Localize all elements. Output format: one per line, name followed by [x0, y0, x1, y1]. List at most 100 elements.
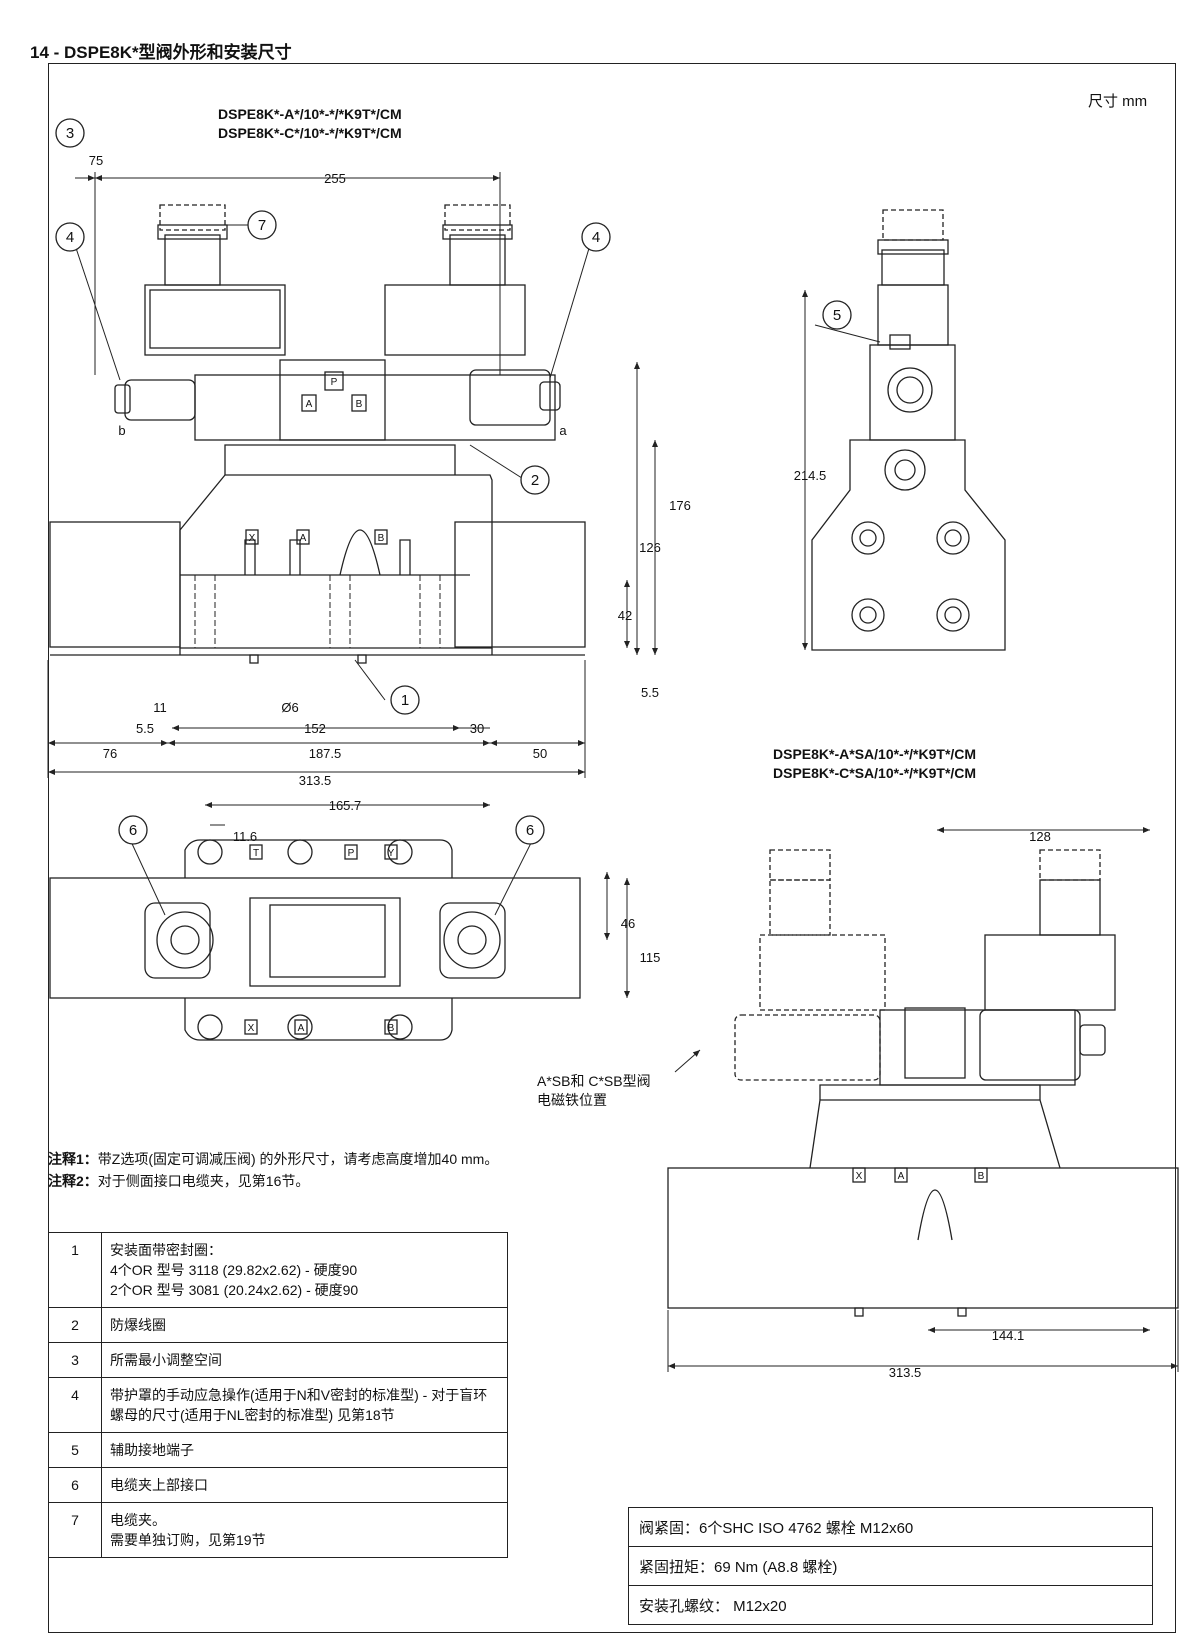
port-label-b: B: [378, 533, 385, 544]
dim-76: 76: [103, 746, 117, 761]
port-label-a: A: [898, 1171, 905, 1182]
part-line: 需要单独订购，见第19节: [110, 1532, 266, 1548]
bolt-thread: 安装孔螺纹： M12x20: [628, 1585, 1153, 1625]
model-codes-sa: DSPE8K*-A*SA/10*-*/*K9T*/CM DSPE8K*-C*SA…: [773, 745, 976, 783]
dim-11-6: 11.6: [233, 829, 257, 844]
table-row: 7 电缆夹。 需要单独订购，见第19节: [48, 1502, 508, 1558]
part-line: 2个OR 型号 3081 (20.24x2.62) - 硬度90: [110, 1282, 359, 1298]
callout-4: 4: [592, 229, 600, 246]
part-description: 电缆夹。 需要单独订购，见第19节: [101, 1502, 508, 1558]
dim-46: 46: [621, 916, 635, 931]
part-description: 所需最小调整空间: [101, 1342, 508, 1378]
dim-5-5-left: 5.5: [136, 721, 154, 736]
dim-144-1: 144.1: [992, 1328, 1025, 1343]
page-title: 14 - DSPE8K*型阀外形和安装尺寸: [30, 43, 292, 62]
bolt-torque: 紧固扭矩：69 Nm (A8.8 螺栓): [628, 1546, 1153, 1586]
parts-table: 1 安装面带密封圈： 4个OR 型号 3118 (29.82x2.62) - 硬…: [48, 1232, 508, 1558]
part-description: 辅助接地端子: [101, 1432, 508, 1468]
model-code: DSPE8K*-C*/10*-*/*K9T*/CM: [218, 125, 402, 141]
bolts-table: 阀紧固：6个SHC ISO 4762 螺栓 M12x60 紧固扭矩：69 Nm …: [628, 1507, 1153, 1625]
callout-6-circle: [118, 815, 148, 845]
dim-42: 42: [618, 608, 632, 623]
port-label-b: B: [978, 1171, 985, 1182]
model-code: DSPE8K*-A*SA/10*-*/*K9T*/CM: [773, 746, 977, 762]
dim-214-5: 214.5: [794, 468, 827, 483]
callout-6: 6: [526, 822, 534, 839]
port-label-x: X: [249, 533, 256, 544]
note-1-text: 带Z选项(固定可调减压阀) 的外形尺寸，请考虑高度增加40 mm。: [97, 1151, 499, 1167]
dim-165-7: 165.7: [329, 798, 362, 813]
port-label-x: X: [856, 1171, 863, 1182]
port-label-x: X: [248, 1023, 255, 1034]
port-label-p: P: [331, 377, 338, 388]
part-description: 电缆夹上部接口: [101, 1467, 508, 1503]
dim-50: 50: [533, 746, 547, 761]
part-number: 1: [48, 1232, 102, 1308]
port-label-t: T: [253, 848, 259, 859]
table-row: 2 防爆线圈: [48, 1307, 508, 1343]
callout-4-circle: [55, 222, 85, 252]
callout-7: 7: [258, 217, 266, 234]
part-line: 4个OR 型号 3118 (29.82x2.62) - 硬度90: [110, 1262, 358, 1278]
dim-11: 11: [153, 700, 167, 715]
front-view: [49, 204, 586, 664]
dim-6: Ø6: [281, 700, 298, 715]
units-label: 尺寸 mm: [1088, 93, 1148, 110]
dim-313-5: 313.5: [299, 773, 332, 788]
dim-115: 115: [640, 950, 661, 965]
dim-313-5-sa: 313.5: [889, 1365, 922, 1380]
part-line: 电缆夹。: [110, 1512, 166, 1528]
dim-187-5: 187.5: [309, 746, 342, 761]
callout-1: 1: [401, 692, 409, 709]
note-2-label: 注释2：: [48, 1173, 98, 1189]
dim-30: 30: [470, 721, 484, 736]
port-label-b: B: [356, 399, 363, 410]
part-number: 5: [48, 1432, 102, 1468]
model-codes-top: DSPE8K*-A*/10*-*/*K9T*/CM DSPE8K*-C*/10*…: [218, 105, 402, 143]
part-number: 4: [48, 1377, 102, 1433]
table-row: 4 带护罩的手动应急操作(适用于N和V密封的标准型) - 对于盲环螺母的尺寸(适…: [48, 1377, 508, 1433]
callout-6-circle: [515, 815, 545, 845]
part-number: 3: [48, 1342, 102, 1378]
part-number: 2: [48, 1307, 102, 1343]
table-row: 阀紧固：6个SHC ISO 4762 螺栓 M12x60: [628, 1507, 1153, 1547]
callout-5: 5: [833, 307, 841, 324]
table-row: 3 所需最小调整空间: [48, 1342, 508, 1378]
dim-75: 75: [89, 153, 103, 168]
note-2-text: 对于侧面接口电缆夹，见第16节。: [97, 1173, 310, 1189]
side-view: [811, 209, 1006, 651]
callout-3: 3: [66, 125, 74, 142]
table-row: 6 电缆夹上部接口: [48, 1467, 508, 1503]
port-label-a: A: [306, 399, 313, 410]
model-code: DSPE8K*-C*SA/10*-*/*K9T*/CM: [773, 765, 977, 781]
callout-7-circle: [247, 210, 277, 240]
notes-block: 注释1：带Z选项(固定可调减压阀) 的外形尺寸，请考虑高度增加40 mm。 注释…: [48, 1148, 518, 1192]
part-line: 安装面带密封圈：: [110, 1242, 222, 1258]
port-label-a: A: [300, 533, 307, 544]
callout-2: 2: [531, 472, 539, 489]
port-label-a: A: [298, 1023, 305, 1034]
model-code: DSPE8K*-A*/10*-*/*K9T*/CM: [218, 106, 402, 122]
port-label-p: P: [348, 848, 355, 859]
part-description: 防爆线圈: [101, 1307, 508, 1343]
table-row: 安装孔螺纹： M12x20: [628, 1585, 1153, 1625]
dim-176: 176: [669, 498, 691, 513]
callout-4: 4: [66, 229, 74, 246]
table-row: 紧固扭矩：69 Nm (A8.8 螺栓): [628, 1546, 1153, 1586]
part-number: 6: [48, 1467, 102, 1503]
top-view: [49, 839, 581, 1041]
note-1-label: 注释1：: [48, 1151, 98, 1167]
table-row: 1 安装面带密封圈： 4个OR 型号 3118 (29.82x2.62) - 硬…: [48, 1232, 508, 1308]
port-label-y: Y: [388, 848, 395, 859]
sb-solenoid-note: A*SB和 C*SB型阀电磁铁位置: [537, 1073, 651, 1108]
callout-5-circle: [822, 300, 852, 330]
bolt-spec: 阀紧固：6个SHC ISO 4762 螺栓 M12x60: [628, 1507, 1153, 1547]
callout-3-circle: [55, 118, 85, 148]
dim-5-5-right: 5.5: [641, 685, 659, 700]
callout-1-circle: [390, 685, 420, 715]
dim-255: 255: [324, 171, 346, 186]
callout-4-circle: [581, 222, 611, 252]
dim-128: 128: [1029, 829, 1051, 844]
drawing-frame: [48, 63, 1176, 1633]
port-label-b: B: [388, 1023, 395, 1034]
